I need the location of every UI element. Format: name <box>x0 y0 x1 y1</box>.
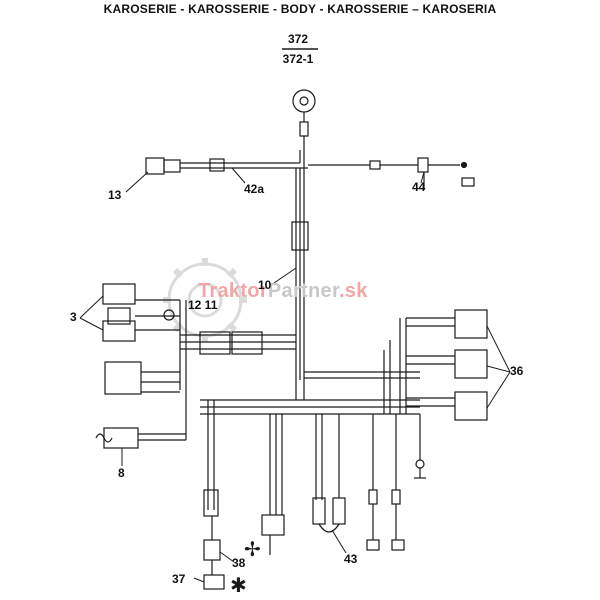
callout-8: 8 <box>118 466 125 480</box>
connector-13 <box>145 157 165 175</box>
callout-37: 37 <box>172 572 186 586</box>
snowflake-icon: ✱ <box>230 573 247 597</box>
trunk-connector <box>291 221 309 251</box>
callout-10: 10 <box>258 278 272 292</box>
component-37 <box>203 574 225 590</box>
component-38 <box>203 539 221 561</box>
watermark: TraktorPartner.sk <box>198 280 368 303</box>
watermark-part1: Traktor <box>198 280 268 302</box>
callout-pointers <box>79 167 511 583</box>
watermark-part2: Partner <box>267 280 339 302</box>
page-ref-bottom: 372-1 <box>282 52 314 66</box>
component-8 <box>103 427 139 449</box>
connector-44 <box>417 157 429 173</box>
callout-42a: 42a <box>244 182 265 196</box>
watermark-part3: .sk <box>338 280 368 302</box>
lamp-36a <box>454 309 488 339</box>
callout-36: 36 <box>510 364 524 378</box>
relay-3a <box>102 283 136 305</box>
battery-symbol <box>366 539 380 551</box>
callout-38: 38 <box>232 556 246 570</box>
lamp-36b <box>454 349 488 379</box>
callout-12-11: 12 11 <box>188 298 218 312</box>
diagram-title: KAROSERIE - KAROSSERIE - BODY - KAROSSER… <box>103 2 497 16</box>
connector-12-11 <box>199 331 231 355</box>
page-ref-top: 372 <box>287 32 309 46</box>
callout-43: 43 <box>344 552 358 566</box>
lamp-36c <box>454 391 488 421</box>
top-lamp <box>292 89 316 113</box>
fan-icon: ✢ <box>244 537 261 561</box>
callout-13: 13 <box>108 188 122 202</box>
connector-fan <box>261 514 285 536</box>
relay-3b <box>102 320 136 342</box>
callout-44: 44 <box>412 180 426 194</box>
switch-43a <box>312 497 326 525</box>
switch-43b <box>332 497 346 525</box>
callout-3: 3 <box>70 310 77 324</box>
fuse-block <box>104 361 142 395</box>
connector-lower-left <box>203 489 219 517</box>
